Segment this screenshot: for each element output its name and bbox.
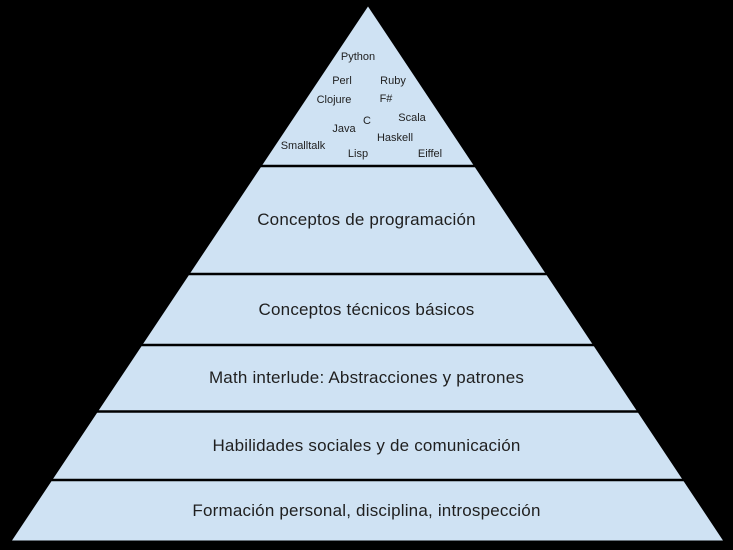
pyramid-diagram: Python Perl Ruby Clojure F# Java C Scala… [9, 4, 726, 544]
pyramid-shape [9, 4, 726, 544]
